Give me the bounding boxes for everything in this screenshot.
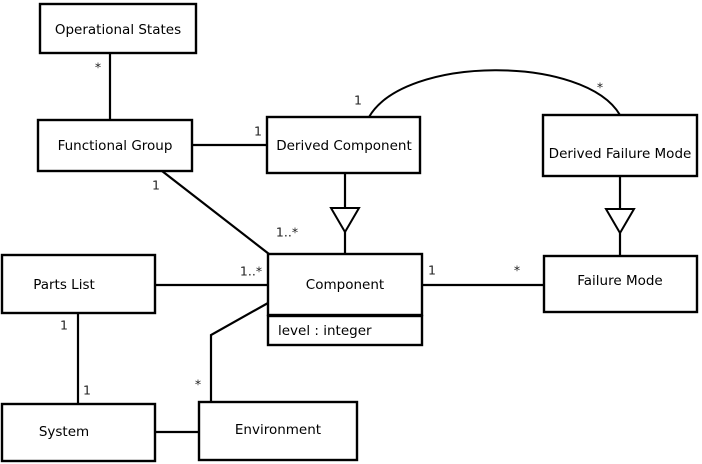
generalization-derived-failure-mode-to-failure-mode: [604, 176, 636, 256]
class-box-parts-list[interactable]: Parts List: [0, 253, 157, 315]
multiplicity-opstates-star: *: [95, 60, 101, 75]
class-rect-derived-failure-mode[interactable]: [541, 113, 699, 178]
multiplicity-system-to-partslist-one: 1: [83, 383, 91, 398]
assoc-line-funcgroup-component: [161, 170, 270, 255]
class-box-derived-component[interactable]: Derived Component: [265, 115, 422, 175]
class-rect-functional-group[interactable]: [36, 118, 194, 173]
multiplicity-failuremode-star: *: [514, 263, 520, 278]
class-rect-operational-states[interactable]: [38, 2, 198, 55]
association-parts-list-system: 1 1: [60, 313, 91, 404]
multiplicity-component-to-failuremode-one: 1: [428, 263, 436, 278]
class-box-failure-mode[interactable]: Failure Mode: [542, 254, 699, 314]
association-functional-group-derived-component: 1: [192, 124, 268, 147]
multiplicity-funcgroup-diagonal-one: 1: [152, 178, 160, 193]
class-rect-component-attributes[interactable]: [266, 314, 424, 347]
generalization-triangle-icon-failure-mode: [604, 208, 636, 235]
association-functional-group-component: 1 1..*: [152, 170, 298, 255]
class-rect-parts-list[interactable]: [0, 253, 157, 315]
multiplicity-environment-star: *: [195, 377, 201, 392]
class-name-system: System: [39, 424, 89, 440]
class-rect-system[interactable]: [0, 402, 157, 463]
class-rect-failure-mode[interactable]: [542, 254, 699, 314]
class-rect-environment[interactable]: [197, 400, 359, 462]
class-attribute-component-level: level : integer: [278, 323, 372, 339]
multiplicity-component-diagonal-onestar: 1..*: [276, 225, 298, 240]
generalization-derived-component-to-component: [329, 173, 361, 254]
class-box-system[interactable]: System: [0, 402, 157, 463]
class-name-failure-mode: Failure Mode: [577, 273, 663, 289]
class-name-derived-component: Derived Component: [276, 138, 412, 154]
class-name-component: Component: [306, 277, 384, 293]
multiplicity-derivedfm-arc-star: *: [597, 80, 603, 95]
multiplicity-partslist-to-system-one: 1: [60, 318, 68, 333]
association-derived-component-derived-failure-mode: 1 *: [354, 69, 621, 118]
association-component-failure-mode: 1 *: [422, 263, 544, 287]
class-name-derived-failure-mode: Derived Failure Mode: [549, 146, 692, 162]
assoc-arc-derivedcomp-derivedfm: [368, 69, 621, 118]
association-parts-list-component: 1 1..*: [146, 264, 268, 287]
class-box-derived-failure-mode[interactable]: Derived Failure Mode: [541, 113, 699, 178]
association-operational-states-functional-group: *: [95, 53, 112, 120]
class-name-functional-group: Functional Group: [58, 138, 173, 154]
multiplicity-component-from-partslist-onestar: 1..*: [240, 264, 262, 279]
class-box-operational-states[interactable]: Operational States: [38, 2, 198, 55]
class-name-operational-states: Operational States: [55, 22, 181, 38]
generalization-triangle-icon-component: [329, 207, 361, 234]
class-box-environment[interactable]: Environment: [197, 400, 359, 462]
class-box-functional-group[interactable]: Functional Group: [36, 118, 194, 173]
class-rect-derived-component[interactable]: [265, 115, 422, 175]
assoc-line-component-environment: [209, 302, 269, 402]
association-component-environment: *: [195, 302, 269, 402]
class-name-parts-list: Parts List: [33, 277, 95, 293]
class-box-component[interactable]: Component level : integer: [266, 252, 424, 347]
multiplicity-funcgroup-derivedcomp-one: 1: [254, 124, 262, 139]
class-rect-component-name[interactable]: [266, 252, 424, 317]
multiplicity-derivedcomp-arc-one: 1: [354, 93, 362, 108]
class-name-environment: Environment: [235, 422, 321, 438]
